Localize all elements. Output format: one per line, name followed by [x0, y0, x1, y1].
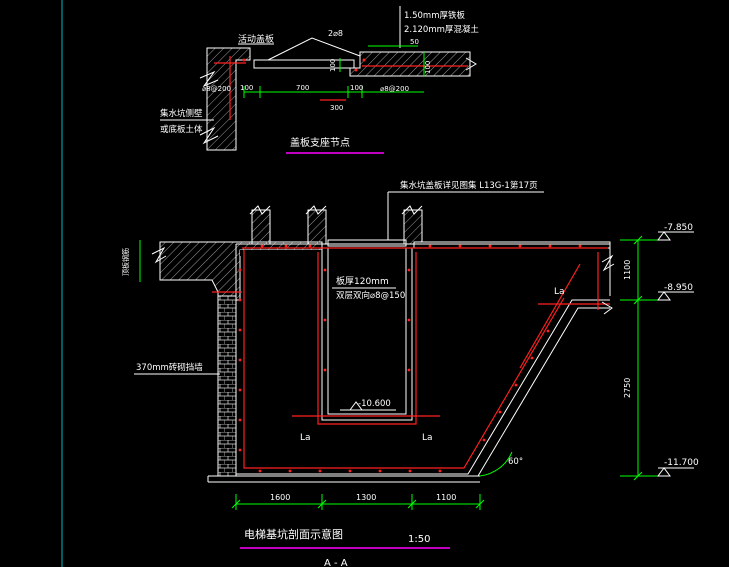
wall-label-2: 或底板土体 — [160, 124, 203, 135]
note-line1: 1.50mm厚铁板 — [404, 10, 465, 21]
col-stub-2 — [307, 209, 327, 245]
col-stub-1 — [251, 209, 271, 245]
label-wall-rebar: 双层双向⌀8@150 — [336, 290, 405, 301]
label-pit-cover: 集水坑盖板详见图集 L13G-1第17页 — [400, 180, 538, 191]
section-label: A - A — [324, 558, 348, 567]
rebar-right: ⌀8@200 — [380, 85, 409, 93]
level-3: -11.700 — [664, 458, 699, 468]
label-cover: 活动盖板 — [238, 33, 274, 45]
dim-bottom-1600: 1600 — [270, 493, 290, 502]
label-la-2: La — [422, 433, 433, 443]
level-1: -7.850 — [664, 223, 693, 233]
detail-node: 活动盖板 2⌀8 1.50mm厚铁板 2.120mm厚混凝土 50 100 10… — [160, 6, 479, 154]
dim-right-1100: 1100 — [623, 260, 632, 280]
label-la-1: La — [300, 433, 311, 443]
section-scale: 1:50 — [408, 534, 430, 545]
dim-700: 700 — [296, 84, 309, 92]
note-line2: 2.120mm厚混凝土 — [404, 24, 479, 35]
dim-bottom-1100: 1100 — [436, 493, 456, 502]
label-la-3: La — [554, 287, 565, 297]
col-stub-3 — [403, 209, 423, 245]
dim-bottom-1300: 1300 — [356, 493, 376, 502]
sump-inner — [321, 248, 413, 421]
dim-100b: 100 — [424, 61, 432, 74]
label-left-side: 顶板钢筋 — [121, 248, 130, 276]
section-view: 集水坑盖板详见图集 L13G-1第17页 板厚120mm 双层双向⌀8@150 … — [121, 180, 699, 567]
detail-title: 盖板支座节点 — [290, 136, 350, 149]
wall-label-1: 集水坑侧壁 — [160, 108, 203, 119]
label-inner-level: -10.600 — [358, 399, 391, 409]
detail-slab — [349, 51, 471, 77]
dim-100a: 100 — [329, 59, 337, 72]
detail-cover-plate — [253, 59, 355, 69]
dim-100r: 100 — [350, 84, 363, 92]
level-2: -8.950 — [664, 283, 693, 293]
rebar-left: ⌀8@200 — [202, 85, 231, 93]
dim-300: 300 — [330, 104, 343, 112]
brick-wall — [217, 295, 237, 477]
dim-100l: 100 — [240, 84, 253, 92]
label-wall-thick: 板厚120mm — [336, 275, 389, 287]
label-brick-wall: 370mm砖砌挡墙 — [136, 362, 203, 373]
section-title: 电梯基坑剖面示意图 — [244, 527, 343, 541]
rebar-dots — [238, 244, 582, 473]
dim-right-2750: 2750 — [623, 378, 632, 398]
dim-50: 50 — [410, 38, 419, 46]
label-angle: 60° — [508, 457, 523, 467]
label-rebar: 2⌀8 — [328, 29, 343, 38]
pit-cover — [327, 239, 407, 247]
